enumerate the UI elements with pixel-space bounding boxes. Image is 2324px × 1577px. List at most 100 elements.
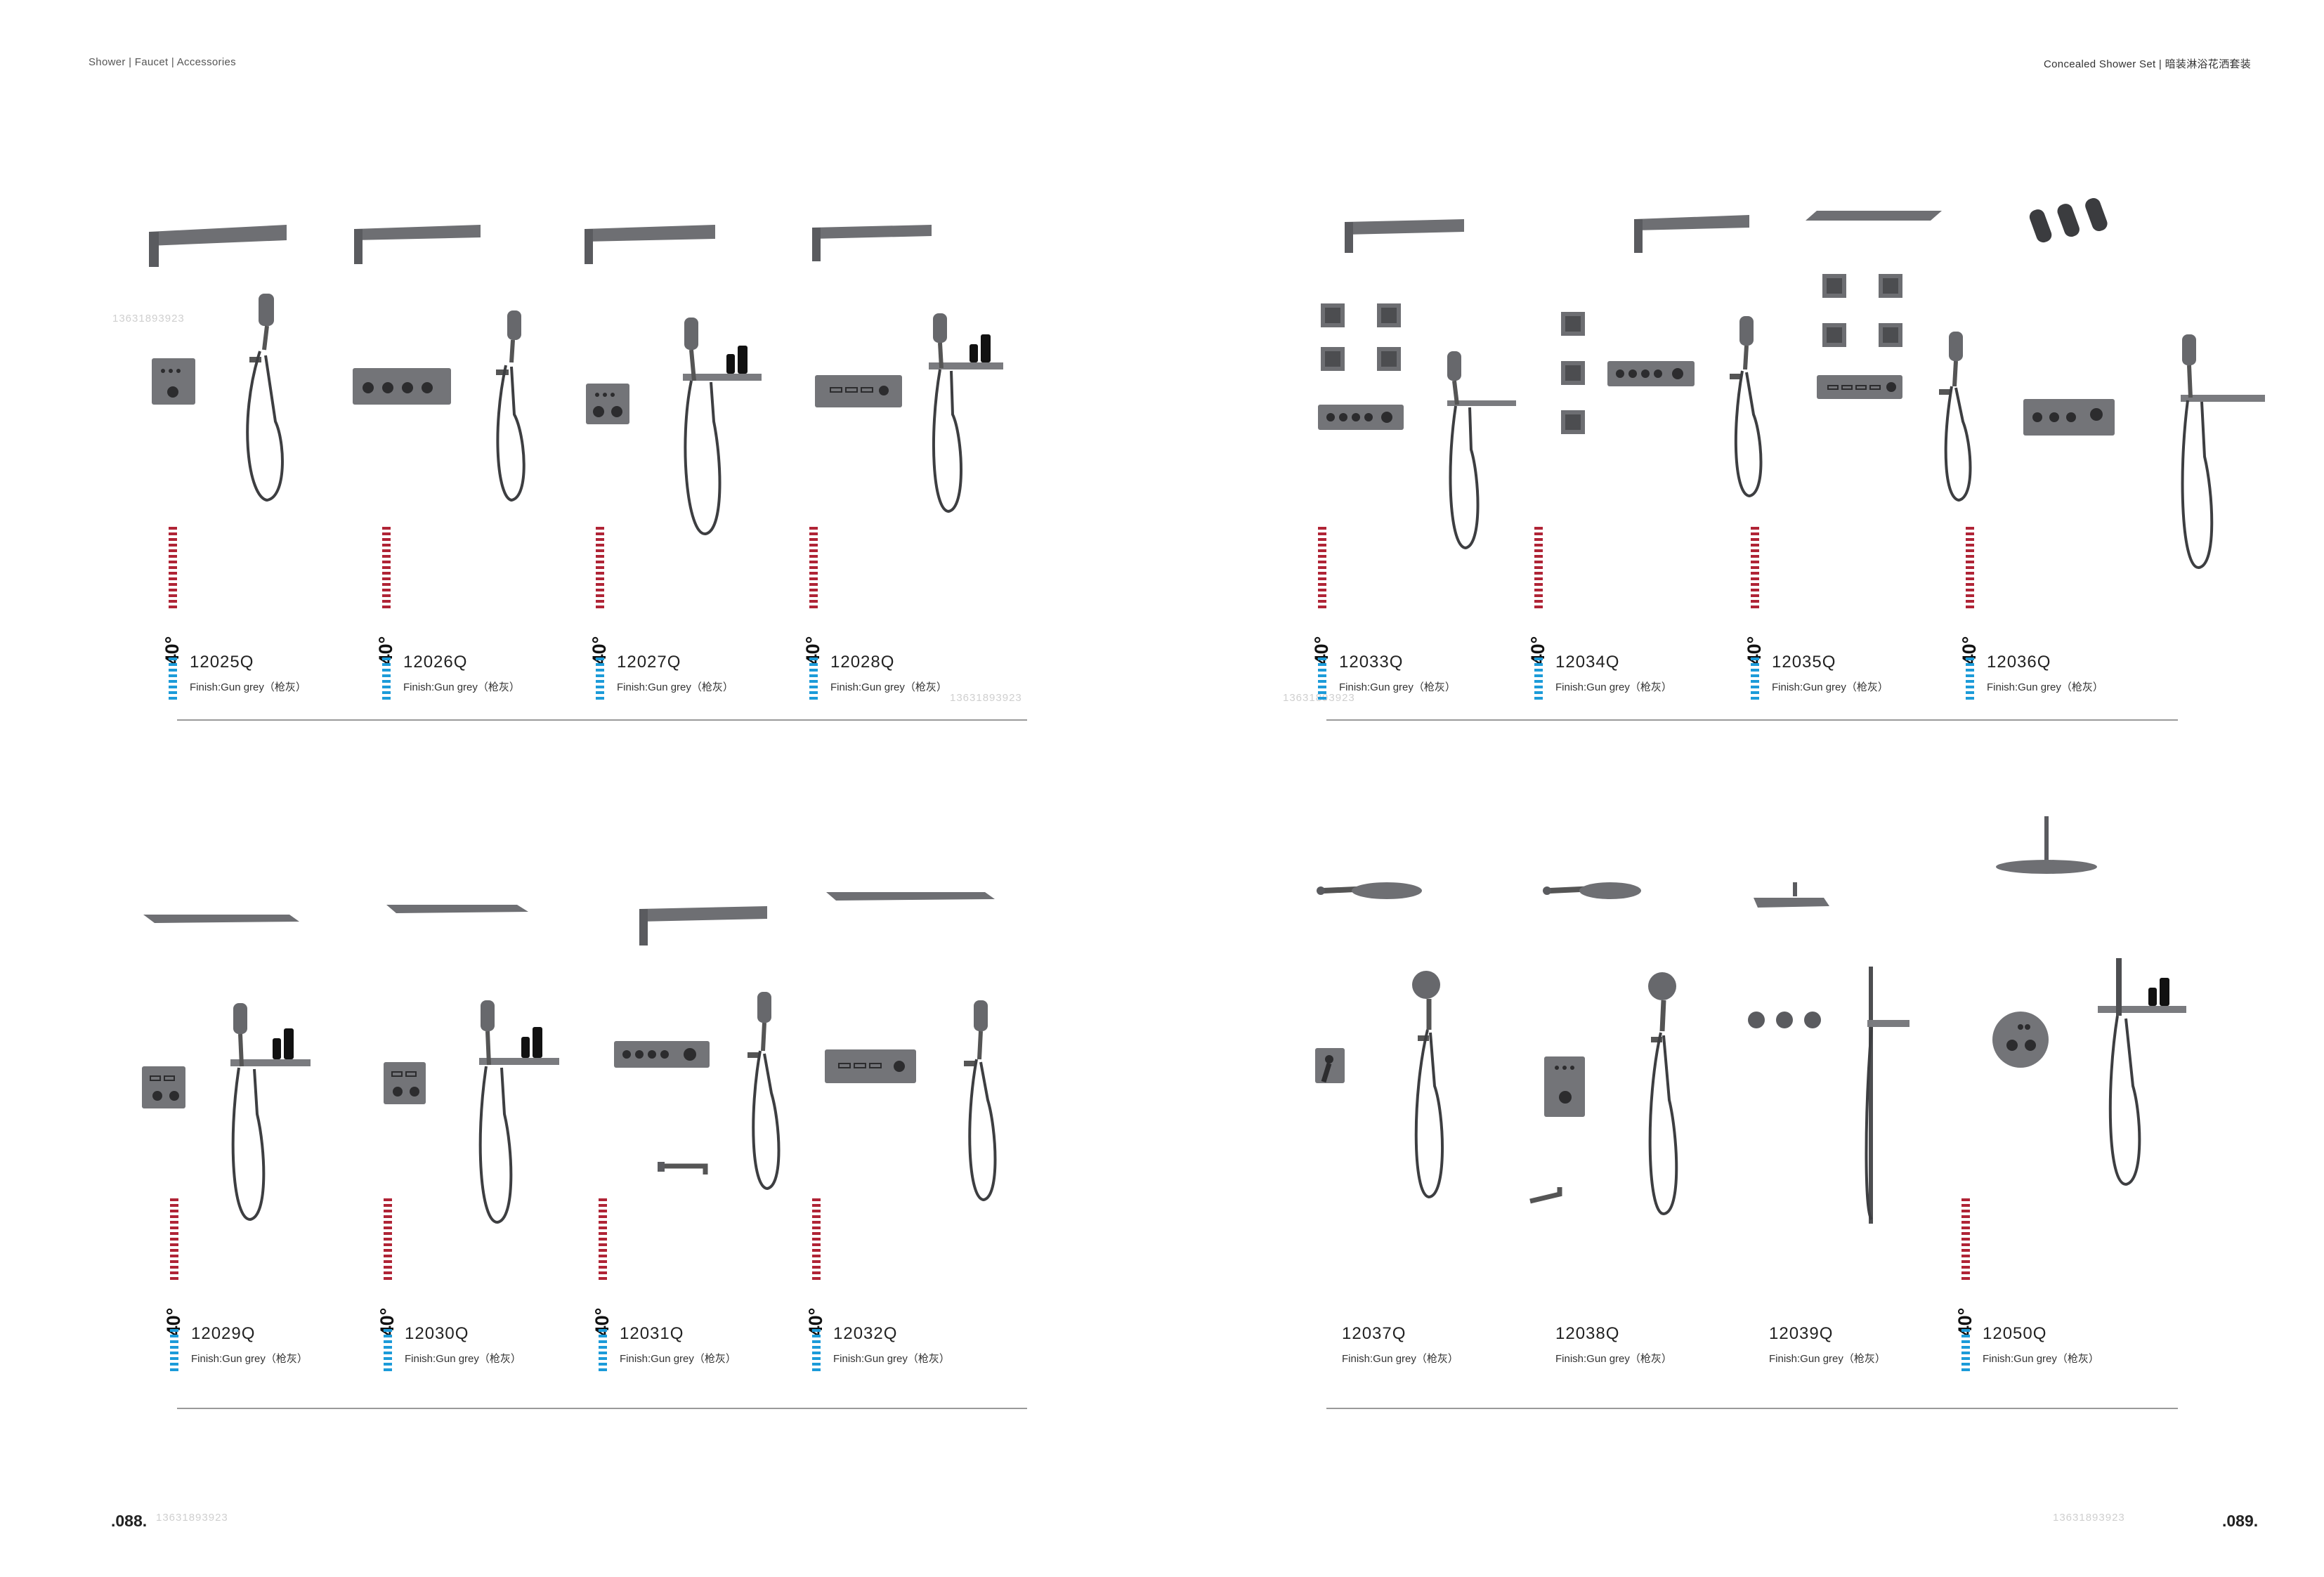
temperature-scale: 40° xyxy=(1311,527,1342,702)
product-image xyxy=(1529,882,1678,1216)
cold-scale xyxy=(170,1329,178,1374)
section-divider xyxy=(1326,1408,2178,1409)
finish-label: Finish:Gun grey（枪灰） xyxy=(1769,1353,1886,1365)
hot-scale xyxy=(1534,527,1543,611)
hot-scale xyxy=(1961,1198,1970,1283)
cold-scale xyxy=(1534,657,1543,702)
product-code: 12028Q xyxy=(830,653,895,672)
cold-scale xyxy=(809,657,818,702)
watermark: 13631893923 xyxy=(156,1512,228,1524)
temperature-scale: 40° xyxy=(592,1198,622,1374)
hot-scale xyxy=(809,527,818,611)
hot-scale xyxy=(599,1198,607,1283)
finish-label: Finish:Gun grey（枪灰） xyxy=(191,1353,308,1365)
temperature-scale: 40° xyxy=(162,527,192,702)
temperature-scale: 40° xyxy=(805,1198,836,1374)
product-card: 40° 12025Q Finish:Gun grey（枪灰） xyxy=(149,211,372,745)
product-card: 40° 12028Q Finish:Gun grey（枪灰） xyxy=(802,211,1013,745)
temperature-scale: 40° xyxy=(163,1198,194,1374)
cold-scale xyxy=(1966,657,1974,702)
hot-scale xyxy=(1318,527,1326,611)
product-card: 40° 12026Q Finish:Gun grey（枪灰） xyxy=(353,211,586,745)
section-divider xyxy=(1326,719,2178,721)
product-code: 12025Q xyxy=(190,653,254,672)
finish-label: Finish:Gun grey（枪灰） xyxy=(1555,681,1672,693)
product-code: 12037Q xyxy=(1342,1324,1406,1343)
finish-label: Finish:Gun grey（枪灰） xyxy=(1339,681,1456,693)
temperature-scale: 40° xyxy=(1959,527,1990,702)
temperature-scale: 40° xyxy=(1744,527,1775,702)
product-code: 12035Q xyxy=(1772,653,1836,672)
cold-scale xyxy=(384,1329,392,1374)
hot-scale xyxy=(382,527,391,611)
product-image xyxy=(1315,882,1444,1199)
finish-label: Finish:Gun grey（枪灰） xyxy=(620,1353,736,1365)
product-image xyxy=(1748,882,1910,1224)
product-image xyxy=(812,225,1003,513)
product-image xyxy=(1561,215,1763,498)
finish-label: Finish:Gun grey（枪灰） xyxy=(1342,1353,1458,1365)
page-number-left: .088. xyxy=(111,1512,148,1530)
product-code: 12030Q xyxy=(405,1324,469,1343)
product-card: 40° 12030Q Finish:Gun grey（枪灰） xyxy=(377,882,587,1416)
product-code: 12036Q xyxy=(1987,653,2051,672)
product-code: 12031Q xyxy=(620,1324,684,1343)
section-title: Concealed Shower Set | 暗装淋浴花洒套装 xyxy=(2044,58,2251,70)
temperature-scale: 40° xyxy=(377,1198,407,1374)
finish-label: Finish:Gun grey（枪灰） xyxy=(405,1353,521,1365)
product-image xyxy=(384,905,559,1224)
temperature-scale: 40° xyxy=(802,527,833,702)
cold-scale xyxy=(812,1329,821,1374)
hot-scale xyxy=(1751,527,1759,611)
finish-label: Finish:Gun grey（枪灰） xyxy=(1987,681,2103,693)
cold-scale xyxy=(596,657,604,702)
hot-scale xyxy=(384,1198,392,1283)
product-card: 40° 12035Q Finish:Gun grey（枪灰） xyxy=(1744,211,1972,745)
product-code: 12032Q xyxy=(833,1324,898,1343)
watermark: 13631893923 xyxy=(2053,1512,2125,1524)
product-image xyxy=(614,906,781,1191)
product-code: 12027Q xyxy=(617,653,681,672)
section-divider xyxy=(177,719,1027,721)
product-card: 40° 12036Q Finish:Gun grey（枪灰） xyxy=(1959,198,2265,745)
product-image xyxy=(2023,198,2265,569)
finish-label: Finish:Gun grey（枪灰） xyxy=(830,681,947,693)
product-card: 40° 12027Q Finish:Gun grey（枪灰） xyxy=(585,211,799,745)
product-card: 12037Q Finish:Gun grey（枪灰） xyxy=(1314,882,1525,1416)
product-image xyxy=(1318,219,1516,550)
watermark: 13631893923 xyxy=(950,692,1022,704)
product-code: 12026Q xyxy=(403,653,468,672)
finish-label: Finish:Gun grey（枪灰） xyxy=(190,681,306,693)
product-code: 12034Q xyxy=(1555,653,1620,672)
cold-scale xyxy=(599,1329,607,1374)
hot-scale xyxy=(169,527,177,611)
cold-scale xyxy=(1751,657,1759,702)
product-card: 40° 12034Q Finish:Gun grey（枪灰） xyxy=(1527,211,1763,745)
product-image xyxy=(353,225,525,502)
product-image xyxy=(1992,816,2186,1186)
product-code: 12038Q xyxy=(1555,1324,1620,1343)
product-image xyxy=(149,225,287,502)
product-code: 12033Q xyxy=(1339,653,1404,672)
product-image xyxy=(142,915,311,1222)
finish-label: Finish:Gun grey（枪灰） xyxy=(617,681,733,693)
hot-scale xyxy=(1966,527,1974,611)
section-divider xyxy=(177,1408,1027,1409)
product-image xyxy=(825,892,997,1202)
finish-label: Finish:Gun grey（枪灰） xyxy=(1983,1353,2099,1365)
finish-label: Finish:Gun grey（枪灰） xyxy=(403,681,520,693)
product-card: 40° 12050Q Finish:Gun grey（枪灰） xyxy=(1954,816,2186,1416)
watermark: 13631893923 xyxy=(112,313,185,325)
product-code: 12039Q xyxy=(1769,1324,1834,1343)
product-card: 12038Q Finish:Gun grey（枪灰） xyxy=(1527,882,1738,1416)
page-number-right: .089. xyxy=(2222,1512,2259,1530)
finish-label: Finish:Gun grey（枪灰） xyxy=(833,1353,950,1365)
product-card: 40° 12033Q Finish:Gun grey（枪灰） xyxy=(1311,211,1522,745)
temperature-scale: 40° xyxy=(375,527,406,702)
cold-scale xyxy=(382,657,391,702)
cold-scale xyxy=(1961,1329,1970,1374)
product-image xyxy=(585,225,762,536)
temperature-scale: 40° xyxy=(589,527,620,702)
product-card: 40° 12031Q Finish:Gun grey（枪灰） xyxy=(592,882,802,1416)
hot-scale xyxy=(170,1198,178,1283)
